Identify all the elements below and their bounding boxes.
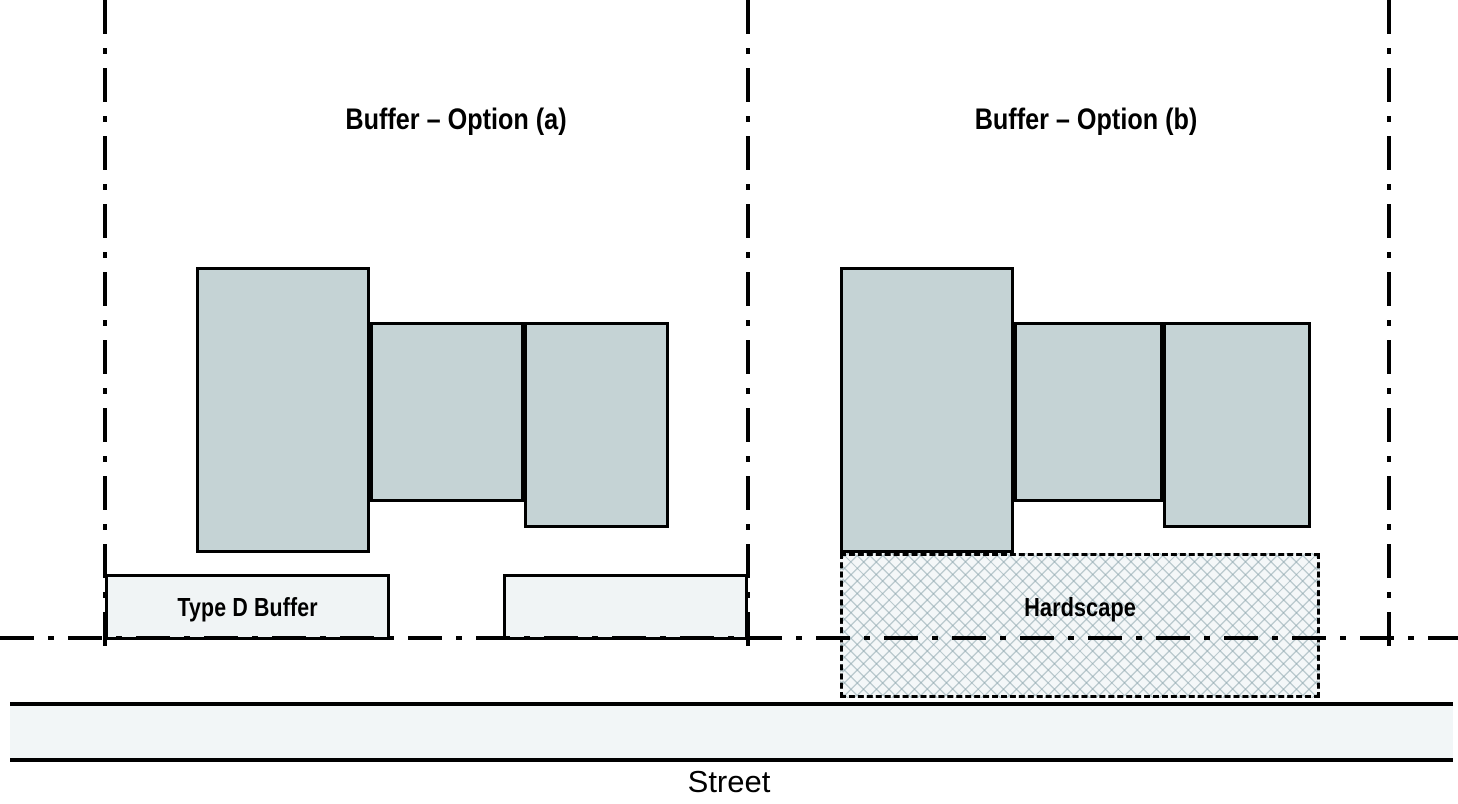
building-b-3	[1163, 322, 1311, 528]
building-a-1	[196, 267, 370, 553]
street-band	[10, 702, 1453, 762]
street-label: Street	[687, 764, 771, 799]
open-strip	[503, 574, 748, 640]
building-b-2	[1014, 322, 1163, 502]
type-d-buffer-strip: Type D Buffer	[105, 574, 390, 640]
building-b-1	[840, 267, 1014, 553]
section-title-option-a: Buffer – Option (a)	[345, 103, 567, 136]
building-a-3	[524, 322, 669, 528]
lot-line-right	[1387, 0, 1391, 648]
hardscape-label: Hardscape	[1024, 592, 1136, 622]
hardscape-area: Hardscape	[840, 553, 1320, 698]
right-of-way-line	[0, 636, 1458, 640]
type-d-buffer-label: Type D Buffer	[177, 591, 318, 622]
building-a-2	[370, 322, 524, 502]
lot-line-center	[746, 0, 750, 648]
lot-line-left	[103, 0, 107, 648]
section-title-option-b: Buffer – Option (b)	[974, 103, 1198, 136]
